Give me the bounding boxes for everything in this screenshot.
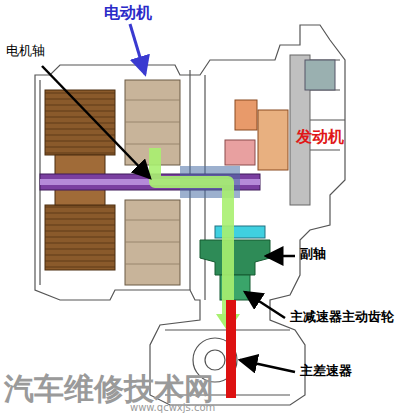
leader-arrow [245,292,285,318]
part-name: 主减速器主动齿轮 [290,310,394,325]
part-name: 电动机 [104,4,152,22]
damper [305,60,335,90]
stator-coil [45,90,115,155]
counter-shaft [200,240,270,275]
leader-arrow [42,66,150,178]
watermark: 汽车维修技术网 [4,372,214,407]
differential-path [226,300,236,398]
leader-arrow [266,255,295,258]
watermark: www.qcwxjs.com [130,402,215,414]
leader-arrow [130,24,145,74]
gear [225,140,255,165]
leader-arrow [240,360,295,372]
part-name: 副轴 [300,247,326,262]
stator-coil [45,205,115,270]
part-name: 电机轴 [6,44,45,59]
part-name: 主差速器 [300,364,352,379]
clutch [258,110,288,170]
gear [235,100,257,130]
part-name: 发动机 [296,128,344,146]
rotor [125,200,180,285]
power-flow [155,148,228,318]
housing [35,25,345,405]
